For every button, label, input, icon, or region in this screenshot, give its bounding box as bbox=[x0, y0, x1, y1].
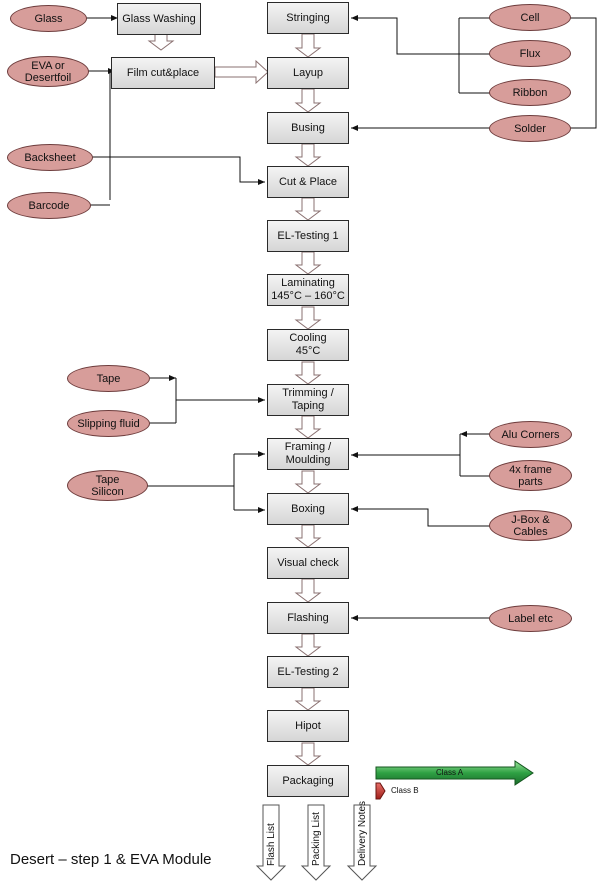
process-layup: Layup bbox=[267, 57, 349, 89]
class-a-arrow bbox=[375, 760, 534, 786]
process-cooling: Cooling 45°C bbox=[267, 329, 349, 361]
flow-arrow bbox=[294, 524, 322, 548]
flow-arrow bbox=[294, 742, 322, 766]
input-barcode: Barcode bbox=[7, 192, 91, 219]
output-flash-list: Flash List bbox=[266, 823, 277, 866]
input-tape: Tape bbox=[67, 365, 150, 392]
process-trimming-taping: Trimming / Taping bbox=[267, 384, 349, 416]
process-flashing: Flashing bbox=[267, 602, 349, 634]
output-packing-list: Packing List bbox=[311, 812, 322, 866]
class-a-label: Class A bbox=[436, 768, 464, 777]
connectors bbox=[86, 15, 597, 621]
diagram-caption: Desert – step 1 & EVA Module bbox=[10, 851, 212, 868]
input-4x-frame-parts: 4x frame parts bbox=[489, 460, 572, 491]
process-laminating: Laminating 145°C – 160°C bbox=[267, 274, 349, 306]
flow-arrow-horizontal bbox=[214, 59, 269, 85]
process-film-cut-place: Film cut&place bbox=[111, 57, 215, 89]
input-backsheet: Backsheet bbox=[7, 144, 93, 171]
process-stringing: Stringing bbox=[267, 2, 349, 34]
output-arrows bbox=[255, 804, 378, 881]
process-glass-washing: Glass Washing bbox=[117, 3, 201, 35]
process-hipot: Hipot bbox=[267, 710, 349, 742]
flow-arrow bbox=[294, 306, 322, 330]
input-ribbon: Ribbon bbox=[489, 79, 571, 106]
input-jbox-cables: J-Box & Cables bbox=[489, 510, 572, 541]
input-alu-corners: Alu Corners bbox=[489, 421, 572, 448]
process-el-testing-2: EL-Testing 2 bbox=[267, 656, 349, 688]
flow-arrow bbox=[294, 197, 322, 221]
input-slipping-fluid: Slipping fluid bbox=[67, 410, 150, 437]
input-flux: Flux bbox=[489, 40, 571, 67]
input-label-etc: Label etc bbox=[489, 605, 572, 632]
process-el-testing-1: EL-Testing 1 bbox=[267, 220, 349, 252]
flow-arrow bbox=[294, 361, 322, 385]
input-glass: Glass bbox=[10, 5, 87, 32]
flow-arrow bbox=[147, 33, 175, 51]
process-boxing: Boxing bbox=[267, 493, 349, 525]
input-tape-silicon: Tape Silicon bbox=[67, 470, 148, 501]
flow-arrow bbox=[294, 687, 322, 711]
output-arrow-packing-list bbox=[300, 804, 332, 881]
process-busing: Busing bbox=[267, 112, 349, 144]
class-b-label: Class B bbox=[391, 786, 419, 795]
process-packaging: Packaging bbox=[267, 765, 349, 797]
output-delivery-notes: Delivery Notes bbox=[357, 800, 368, 866]
flow-arrow bbox=[294, 578, 322, 603]
input-cell: Cell bbox=[489, 4, 571, 31]
process-visual-check: Visual check bbox=[267, 547, 349, 579]
flow-arrow bbox=[294, 415, 322, 439]
flow-arrow bbox=[294, 88, 322, 113]
input-solder: Solder bbox=[489, 115, 571, 142]
flow-arrow bbox=[294, 470, 322, 494]
class-b-arrow bbox=[375, 782, 386, 800]
flow-arrow bbox=[294, 143, 322, 167]
process-framing-moulding: Framing / Moulding bbox=[267, 438, 349, 470]
flow-arrow bbox=[294, 251, 322, 275]
flow-arrow bbox=[294, 633, 322, 657]
flow-arrows bbox=[147, 33, 322, 766]
input-eva-desertfoil: EVA or Desertfoil bbox=[7, 56, 89, 87]
flow-arrow bbox=[294, 33, 322, 58]
output-arrow-delivery-notes bbox=[346, 804, 378, 881]
output-arrow-flash-list bbox=[255, 804, 287, 881]
process-cut-place: Cut & Place bbox=[267, 166, 349, 198]
